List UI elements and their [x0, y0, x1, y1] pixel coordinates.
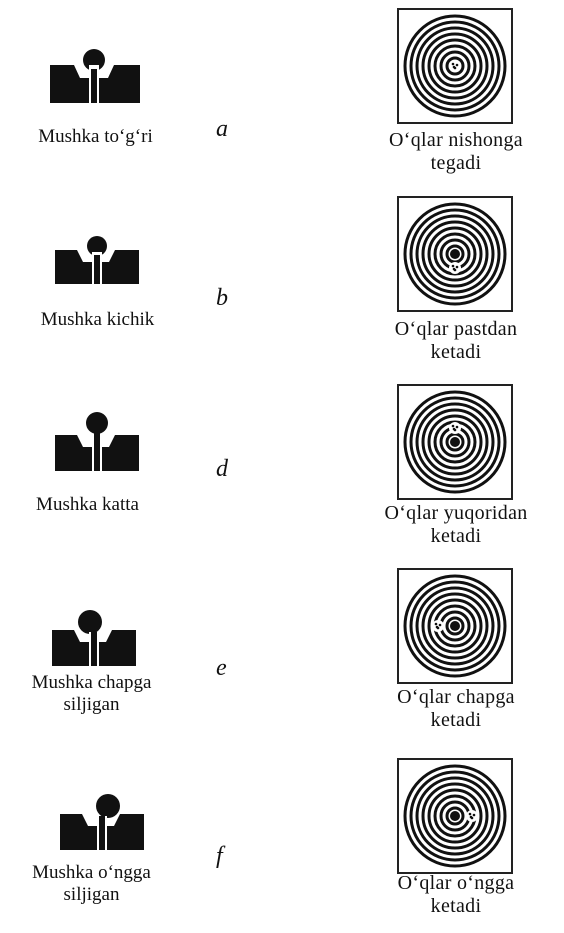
row-d: Mushka katta d O‘qlar yuqoridan ketadi: [0, 376, 564, 561]
row-e: Mushka chapga siljigan e O‘qlar chapga k…: [0, 560, 564, 745]
sight-label: Mushka katta: [36, 494, 139, 515]
bullet-hole: [452, 65, 456, 69]
target-ring: [415, 26, 495, 106]
result-label: O‘qlar nishonga tegadi: [389, 129, 523, 174]
target-ring: [439, 50, 471, 82]
target-ring: [427, 38, 483, 94]
target-ring: [409, 20, 501, 112]
front-sight-icon: [60, 792, 144, 850]
bullet-hole: [451, 62, 455, 66]
target-ring: [421, 592, 489, 660]
front-sight-icon: [52, 608, 136, 666]
target-ring: [421, 782, 489, 850]
target-ring: [415, 402, 495, 482]
target-ring: [427, 788, 483, 844]
target-ring: [403, 202, 507, 306]
target-icon: [397, 384, 513, 500]
target-ring: [427, 226, 483, 282]
target-ring: [445, 616, 465, 636]
sight-label: Mushka chapga siljigan: [31, 672, 152, 715]
sight-label: Mushka o‘ngga siljigan: [32, 862, 151, 905]
row-letter: a: [216, 116, 228, 142]
target-bullseye: [450, 249, 460, 259]
bullet-hole: [455, 63, 459, 67]
bullet-hole: [438, 623, 442, 627]
result-label: O‘qlar yuqoridan ketadi: [384, 502, 528, 547]
target-ring: [415, 586, 495, 666]
hit-area: [449, 422, 461, 434]
bullet-hole: [455, 425, 459, 429]
sight-label: Mushka to‘g‘ri: [38, 126, 153, 147]
front-sight-icon: [55, 409, 139, 471]
result-label: O‘qlar o‘ngga ketadi: [397, 872, 515, 917]
target-bullseye: [450, 621, 460, 631]
sight-label: Mushka kichik: [40, 309, 155, 330]
target-icon: [397, 8, 513, 124]
row-letter: b: [216, 285, 228, 311]
bullet-hole: [468, 812, 472, 816]
front-sight-icon: [50, 45, 140, 103]
target-ring: [445, 806, 465, 826]
target-ring: [415, 214, 495, 294]
target-icon: [397, 196, 513, 312]
target-ring: [409, 208, 501, 300]
target-ring: [427, 414, 483, 470]
bullet-hole: [451, 424, 455, 428]
row-letter: d: [216, 456, 228, 482]
target-ring: [409, 770, 501, 862]
row-b: Mushka kichik b O‘qlar pastdan ketadi: [0, 188, 564, 373]
target-icon: [397, 568, 513, 684]
front-sight-icon: [55, 232, 139, 284]
bullet-hole: [452, 267, 456, 271]
bullet-hole: [451, 264, 455, 268]
target-ring: [445, 56, 465, 76]
target-ring: [427, 598, 483, 654]
bullet-hole: [452, 427, 456, 431]
row-f: Mushka o‘ngga siljigan f O‘qlar o‘ngga k…: [0, 748, 564, 933]
bullet-hole: [455, 265, 459, 269]
target-ring: [415, 776, 495, 856]
target-bullseye: [450, 811, 460, 821]
target-ring: [421, 408, 489, 476]
target-ring: [421, 220, 489, 288]
result-label: O‘qlar chapga ketadi: [397, 686, 515, 731]
target-ring: [403, 14, 507, 118]
bullet-hole: [469, 815, 473, 819]
hit-area: [449, 262, 461, 274]
row-letter: e: [216, 655, 227, 681]
target-ring: [433, 44, 477, 88]
bullet-hole: [472, 813, 476, 817]
hit-area: [449, 60, 461, 72]
target-ring: [403, 764, 507, 868]
target-ring: [409, 396, 501, 488]
target-bullseye: [450, 437, 460, 447]
target-ring: [403, 390, 507, 494]
target-ring: [421, 32, 489, 100]
result-label: O‘qlar pastdan ketadi: [394, 318, 518, 363]
target-icon: [397, 758, 513, 874]
hit-area: [466, 810, 478, 822]
target-ring: [409, 580, 501, 672]
bullet-hole: [435, 625, 439, 629]
bullet-hole: [434, 622, 438, 626]
target-ring: [403, 574, 507, 678]
row-a: Mushka to‘g‘ri a O‘qlar nishonga tegadi: [0, 0, 564, 185]
row-letter: f: [216, 843, 223, 869]
hit-area: [432, 620, 444, 632]
